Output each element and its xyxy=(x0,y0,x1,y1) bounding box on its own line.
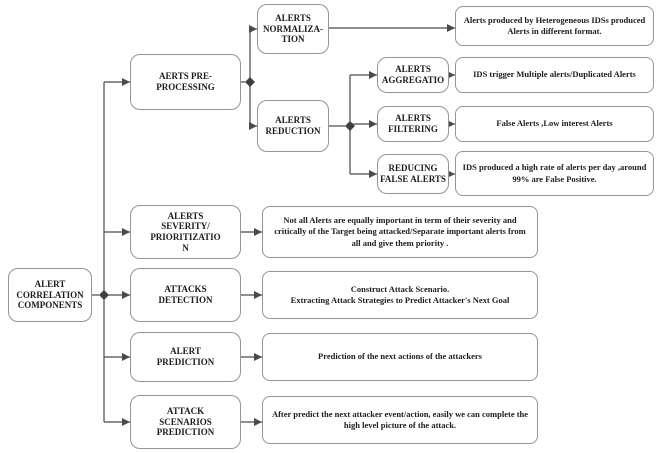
node-alerts-filtering: ALERTS FILTERING xyxy=(377,106,449,142)
desc-alert-prediction: Prediction of the next actions of the at… xyxy=(262,333,538,381)
desc-filtering: False Alerts ,Low interest Alerts xyxy=(455,106,654,142)
node-alerts-reduction: ALERTS REDUCTION xyxy=(257,100,329,152)
node-reducing-false-alerts: REDUCING FALSE ALERTS xyxy=(377,154,449,194)
node-attack-scenarios-prediction: ATTACK SCENARIOS PREDICTION xyxy=(130,395,241,449)
branch-diamond-reduction xyxy=(345,121,355,131)
branch-diamond-root xyxy=(99,290,109,300)
desc-normalization: Alerts produced by Heterogeneous IDSs pr… xyxy=(455,6,654,46)
desc-aggregation: IDS trigger Multiple alerts/Duplicated A… xyxy=(455,57,654,93)
node-attacks-detection: ATTACKS DETECTION xyxy=(130,268,241,322)
branch-diamond-preprocessing xyxy=(245,77,255,87)
node-alerts-severity-prioritization: ALERTS SEVERITY/ PRIORITIZATIO N xyxy=(130,205,241,259)
desc-attacks-detection: Construct Attack Scenario. Extracting At… xyxy=(262,271,538,319)
node-alert-prediction: ALERT PREDICTION xyxy=(130,332,241,382)
desc-reducing-false-alerts: IDS produced a high rate of alerts per d… xyxy=(455,151,654,196)
node-alerts-normalization: ALERTS NORMALIZA- TION xyxy=(257,4,329,54)
desc-attack-scenarios-prediction: After predict the next attacker event/ac… xyxy=(262,396,538,444)
desc-severity-prioritization: Not all Alerts are equally important in … xyxy=(262,206,538,258)
node-alert-correlation-components: ALERT CORRELATION COMPONENTS xyxy=(8,268,92,322)
node-alerts-aggregation: ALERTS AGGREGATIO xyxy=(377,57,449,93)
node-alerts-preprocessing: AERTS PRE- PROCESSING xyxy=(130,54,241,110)
